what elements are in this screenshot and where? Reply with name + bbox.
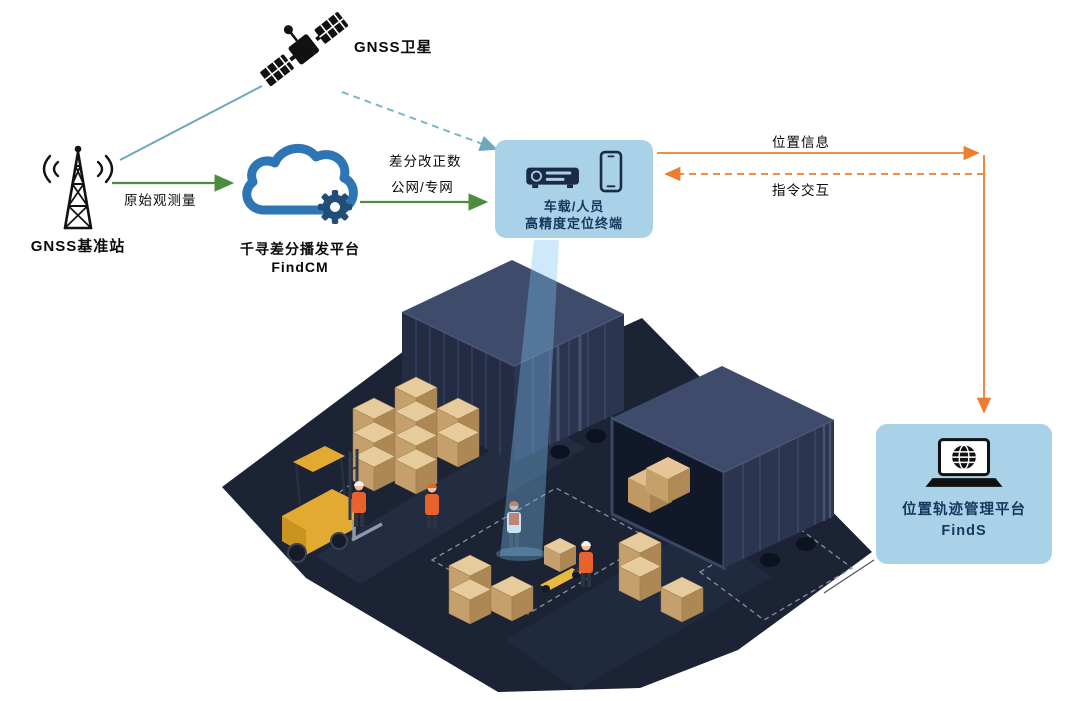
- edge-label-location-info: 位置信息: [772, 135, 830, 150]
- worker-with-pallet-jack: [540, 538, 593, 593]
- edge-label-correction: 差分改正数: [389, 154, 462, 169]
- gear-icon: [318, 190, 352, 224]
- satellite-to-terminal-link: [341, 91, 498, 151]
- warehouse-workers: [352, 481, 593, 593]
- smartphone-icon: [599, 150, 623, 193]
- edge-label-command: 指令交互: [772, 183, 830, 198]
- satellite-label: GNSS卫星: [354, 39, 433, 56]
- connector-lines: [112, 85, 992, 414]
- management-platform-node: 位置轨迹管理平台 FindS: [876, 424, 1052, 564]
- vehicle-receiver-icon: [526, 167, 579, 189]
- warehouse-scene: [222, 240, 872, 692]
- pallet-box-stacks: [352, 376, 704, 625]
- gnss-base-station-icon: [28, 138, 128, 238]
- worker: [425, 483, 439, 529]
- base-station-label: GNSS基准站: [30, 238, 126, 255]
- shipping-container-1: [401, 260, 625, 462]
- gnss-satellite-icon: [248, 0, 358, 100]
- cargo-boxes-inside: [628, 457, 690, 513]
- edge-label-network: 公网/专网: [391, 180, 454, 195]
- platform-label-line1: 位置轨迹管理平台: [902, 502, 1026, 518]
- terminal-label-line2: 高精度定位终端: [524, 216, 623, 231]
- positioning-beam: [496, 240, 559, 561]
- worker: [352, 481, 366, 527]
- worker: [507, 501, 521, 547]
- laptop-globe-icon: [925, 438, 1003, 487]
- cloud-platform-label: 千寻差分播发平台: [240, 241, 360, 257]
- cloud-platform-sublabel: FindCM: [271, 259, 329, 275]
- shipping-container-2: [610, 366, 835, 571]
- terminal-label-line1: 车载/人员: [543, 199, 605, 214]
- cloud-platform-icon: [238, 134, 368, 239]
- terminal-node: 车载/人员 高精度定位终端: [495, 140, 653, 238]
- edge-label-raw-observation: 原始观测量: [124, 193, 197, 208]
- platform-label-line2: FindS: [941, 523, 987, 539]
- satellite-to-station-link: [119, 85, 263, 161]
- finds-pointer-line: [823, 559, 875, 594]
- forklift: [282, 446, 383, 563]
